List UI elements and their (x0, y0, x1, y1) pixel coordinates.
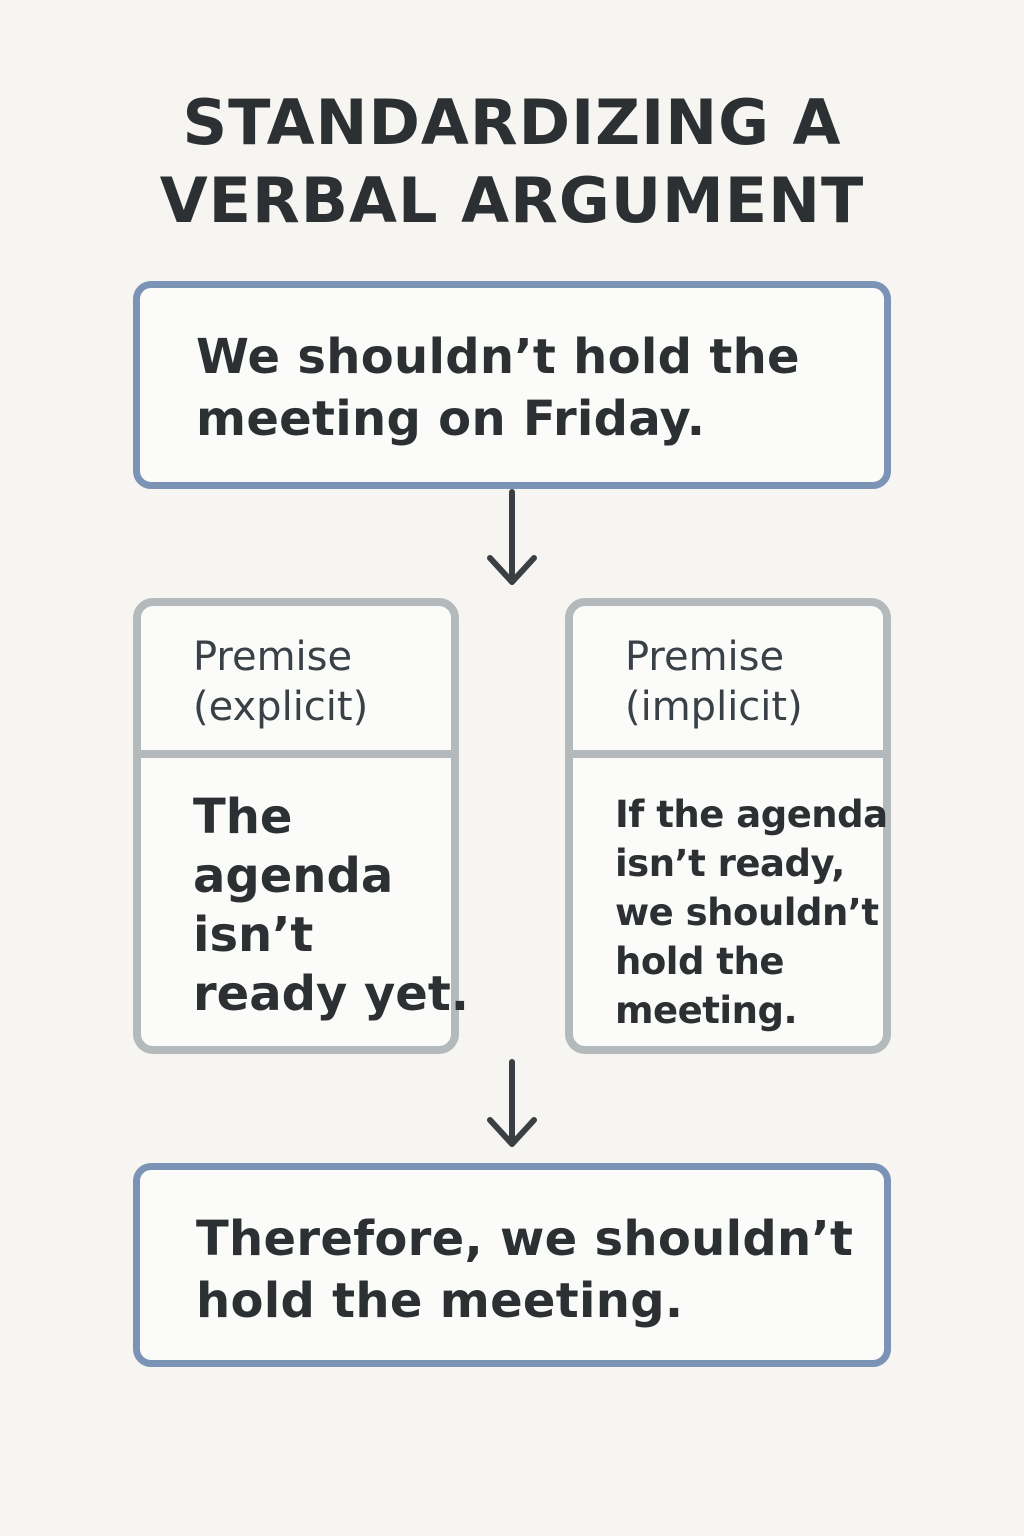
conclusion-line-2: hold the meeting. (196, 1273, 684, 1329)
premise-implicit-body-line-3: we shouldn’t (615, 891, 879, 934)
conclusion-box: Therefore, we shouldn’t hold the meeting… (133, 1163, 891, 1367)
title-line-1: STANDARDIZING A (182, 86, 842, 159)
premise-implicit-header-line-2: (implicit) (625, 684, 803, 730)
arrow-down-icon (487, 1059, 537, 1147)
claim-box: We shouldn’t hold the meeting on Friday. (133, 281, 891, 489)
premise-explicit-header-line-2: (explicit) (193, 684, 369, 730)
premise-explicit-divider (141, 750, 451, 758)
premise-explicit-header: Premise (explicit) (193, 632, 368, 732)
claim-line-2: meeting on Friday. (196, 391, 706, 447)
conclusion-text: Therefore, we shouldn’t hold the meeting… (196, 1208, 853, 1332)
diagram-title: STANDARDIZING A VERBAL ARGUMENT (0, 84, 1024, 240)
premise-explicit-body-line-1: The (193, 789, 293, 845)
arrow-down-icon (487, 489, 537, 585)
premise-implicit-body-line-5: meeting. (615, 989, 797, 1032)
premise-implicit-box: Premise (implicit) If the agenda isn’t r… (565, 598, 891, 1054)
premise-implicit-header-line-1: Premise (625, 634, 785, 680)
premise-implicit-body-line-2: isn’t ready, (615, 842, 845, 885)
premise-implicit-divider (573, 750, 883, 758)
title-line-2: VERBAL ARGUMENT (159, 164, 865, 237)
premise-explicit-body-line-3: isn’t (193, 907, 314, 963)
premise-implicit-body: If the agenda isn’t ready, we shouldn’t … (615, 790, 888, 1035)
premise-explicit-box: Premise (explicit) The agenda isn’t read… (133, 598, 469, 1054)
premise-implicit-body-line-4: hold the (615, 940, 784, 983)
premise-explicit-header-line-1: Premise (193, 634, 353, 680)
claim-text: We shouldn’t hold the meeting on Friday. (196, 326, 800, 450)
premise-implicit-body-line-1: If the agenda (615, 793, 888, 836)
premise-explicit-body: The agenda isn’t ready yet. (193, 788, 469, 1024)
premise-explicit-body-line-2: agenda (193, 848, 394, 904)
premise-implicit-header: Premise (implicit) (625, 632, 803, 732)
conclusion-line-1: Therefore, we shouldn’t (196, 1211, 854, 1267)
claim-line-1: We shouldn’t hold the (196, 329, 800, 385)
premise-explicit-body-line-4: ready yet. (193, 966, 469, 1022)
